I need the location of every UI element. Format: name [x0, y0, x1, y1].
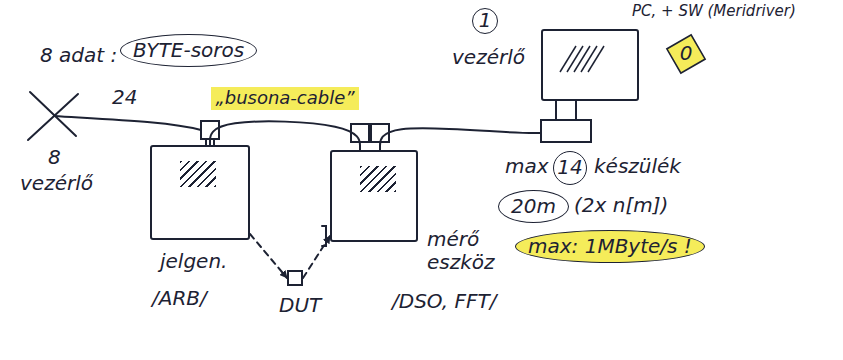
screen-hatch [180, 161, 216, 187]
controller-pc: 1vezérlő [540, 28, 640, 145]
node-caption: /ARB/ [152, 287, 207, 310]
pc-outline [540, 28, 640, 145]
cable-label: „busona-cable” [211, 87, 358, 110]
node-caption: mérő eszköz [427, 228, 507, 274]
dut-box: DUT [287, 270, 303, 286]
bus-note: 8 adat : [40, 44, 117, 67]
node-caption: DUT [279, 294, 321, 317]
pc-note: PC, + SW (Meridriver) [632, 3, 796, 20]
wire-bundle [30, 92, 76, 136]
cable-length: 20m [498, 190, 569, 223]
line-count: 24 [112, 86, 137, 109]
signal-path [303, 236, 330, 278]
signal-generator: jelgen./ARB/ [150, 145, 250, 240]
input-bracket [322, 226, 326, 246]
node-caption: 1 [472, 8, 498, 34]
node-caption: /DSO, FFT/ [392, 290, 496, 313]
limit-note: készülék [594, 155, 681, 178]
line-count: 8 [48, 146, 61, 169]
bus-cable [380, 128, 540, 150]
line-note: vezérlő [20, 172, 93, 195]
bus-note: BYTE-soros [120, 34, 257, 67]
limit-note: max [505, 155, 549, 178]
bus-cable [54, 116, 201, 130]
screen-hatch [360, 166, 396, 192]
card-number: 0 [676, 42, 696, 65]
device-count: 14 [553, 151, 587, 185]
cable-length: (2x n[m]) [574, 194, 668, 217]
max-speed: max: 1MByte/s ! [515, 230, 705, 263]
wire-bundle [28, 94, 78, 140]
node-caption: jelgen. [160, 250, 227, 273]
card-symbol [667, 35, 705, 73]
node-caption: vezérlő [452, 46, 525, 69]
signal-path [250, 234, 287, 278]
measuring-device: mérő eszköz/DSO, FFT/ [330, 150, 418, 242]
